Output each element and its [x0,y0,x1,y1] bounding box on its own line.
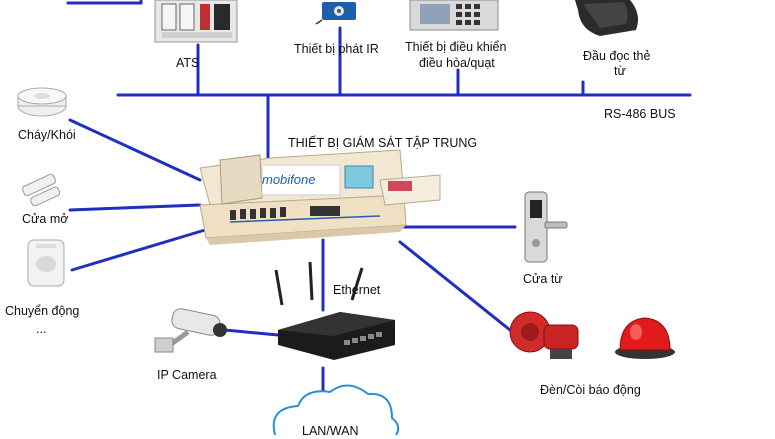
motion-sensor-device [27,239,65,287]
label-alarm: Đèn/Còi báo động [540,383,641,397]
label-motion: Chuyển động [5,304,80,318]
magnetic-door-lock-device [524,191,568,263]
ip-camera-device [154,308,227,353]
alarm-beacon-device [615,317,675,359]
link-motion [70,228,207,272]
label-ip-camera: IP Camera [157,368,217,382]
label-bus: RS-486 BUS [604,107,676,121]
label-hvac-line1: Thiết bị điều khiển [405,40,507,54]
link-camera [223,328,280,337]
brand-logo-text: mobifone [262,172,316,187]
label-door-open: Cửa mở [22,212,69,226]
router-device [274,261,395,360]
label-more: ... [36,322,47,336]
label-ethernet: Ethernet [333,283,381,297]
ats-device [154,0,238,43]
label-smoke: Cháy/Khói [18,128,76,142]
label-ir: Thiết bị phát IR [294,42,379,56]
card-reader-device [575,0,638,36]
link-door-open [68,203,202,212]
link-alarm [398,240,512,332]
label-title: THIẾT BỊ GIÁM SÁT TẬP TRUNG [288,136,478,150]
label-card-line1: Đầu đọc thẻ [583,49,651,63]
label-hvac-line2: điều hòa/quạt [419,56,495,70]
label-ats: ATS [176,56,200,70]
connections [66,0,692,394]
ir-device [315,2,356,25]
link-smoke [68,118,202,182]
label-magnetic-door: Cửa từ [523,272,563,286]
label-lan-wan: LAN/WAN [302,424,359,438]
door-sensor-device [21,173,61,207]
central-monitoring-unit [199,149,441,245]
label-card-line2: từ [614,64,626,78]
alarm-siren-device [509,311,579,359]
hvac-controller-device [409,0,499,31]
smoke-detector-device [17,87,67,117]
lan-wan-cloud [272,384,400,435]
